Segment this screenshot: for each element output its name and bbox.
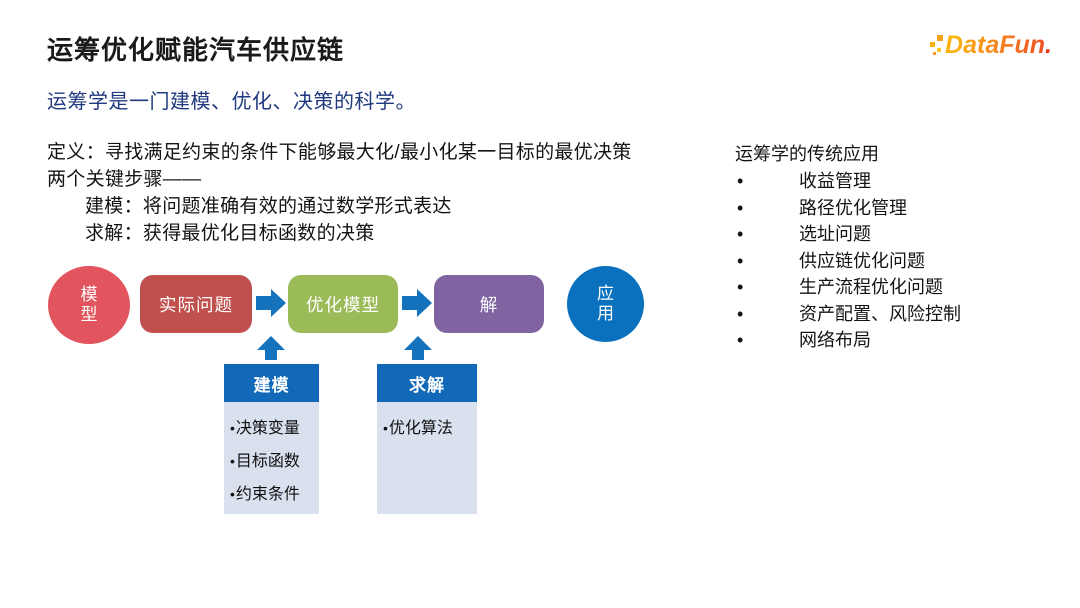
detail-box-body: 优化算法 xyxy=(377,402,477,514)
detail-box-header: 求解 xyxy=(377,364,477,402)
definition-line: 求解：获得最优化目标函数的决策 xyxy=(85,223,375,244)
list-item: 约束条件 xyxy=(230,478,315,511)
flow-node-optimization-model: 优化模型 xyxy=(288,275,398,333)
list-item: 收益管理 xyxy=(735,168,961,195)
flow-end-circle-application: 应用 xyxy=(567,266,644,342)
page-title: 运筹优化赋能汽车供应链 xyxy=(47,35,345,65)
detail-box-header: 建模 xyxy=(224,364,319,402)
definition-line: 建模：将问题准确有效的通过数学形式表达 xyxy=(85,196,452,217)
flow-node-solution: 解 xyxy=(434,275,544,333)
up-arrow-icon xyxy=(257,336,285,360)
detail-box-body: 决策变量 目标函数 约束条件 xyxy=(224,402,319,514)
definition-block: 定义：寻找满足约束的条件下能够最大化/最小化某一目标的最优决策 两个关键步骤——… xyxy=(47,139,632,247)
applications-heading: 运筹学的传统应用 xyxy=(735,144,879,164)
datafun-logo: DataFun . xyxy=(928,28,1052,62)
list-item: 生产流程优化问题 xyxy=(735,274,961,301)
list-item: 决策变量 xyxy=(230,412,315,445)
logo-wordmark: DataFun xyxy=(945,30,1046,59)
definition-line: 两个关键步骤—— xyxy=(47,169,202,190)
flow-node-real-problem: 实际问题 xyxy=(140,275,252,333)
logo-period: . xyxy=(1045,30,1052,59)
applications-panel: 运筹学的传统应用 收益管理 路径优化管理 选址问题 供应链优化问题 生产流程优化… xyxy=(735,141,961,354)
list-item: 目标函数 xyxy=(230,445,315,478)
flow-end-circle-label: 应用 xyxy=(596,284,614,323)
list-item: 供应链优化问题 xyxy=(735,248,961,275)
flow-node-label: 实际问题 xyxy=(159,294,233,315)
flow-node-label: 优化模型 xyxy=(306,294,380,315)
list-item: 选址问题 xyxy=(735,221,961,248)
flow-start-circle-model: 模型 xyxy=(48,266,130,344)
applications-list: 收益管理 路径优化管理 选址问题 供应链优化问题 生产流程优化问题 资产配置、风… xyxy=(735,168,961,354)
flow-node-label: 解 xyxy=(479,294,499,315)
list-item: 优化算法 xyxy=(383,412,473,445)
logo-pixel-dots-icon xyxy=(928,32,944,58)
list-item: 路径优化管理 xyxy=(735,195,961,222)
detail-box-modeling: 建模 决策变量 目标函数 约束条件 xyxy=(224,364,319,514)
up-arrow-icon xyxy=(404,336,432,360)
slide-subtitle: 运筹学是一门建模、优化、决策的科学。 xyxy=(47,91,416,113)
detail-box-solving: 求解 优化算法 xyxy=(377,364,477,514)
flow-start-circle-label: 模型 xyxy=(80,285,98,324)
list-item: 网络布局 xyxy=(735,327,961,354)
right-arrow-icon xyxy=(402,289,432,317)
definition-line: 定义：寻找满足约束的条件下能够最大化/最小化某一目标的最优决策 xyxy=(47,142,632,163)
right-arrow-icon xyxy=(256,289,286,317)
list-item: 资产配置、风险控制 xyxy=(735,301,961,328)
